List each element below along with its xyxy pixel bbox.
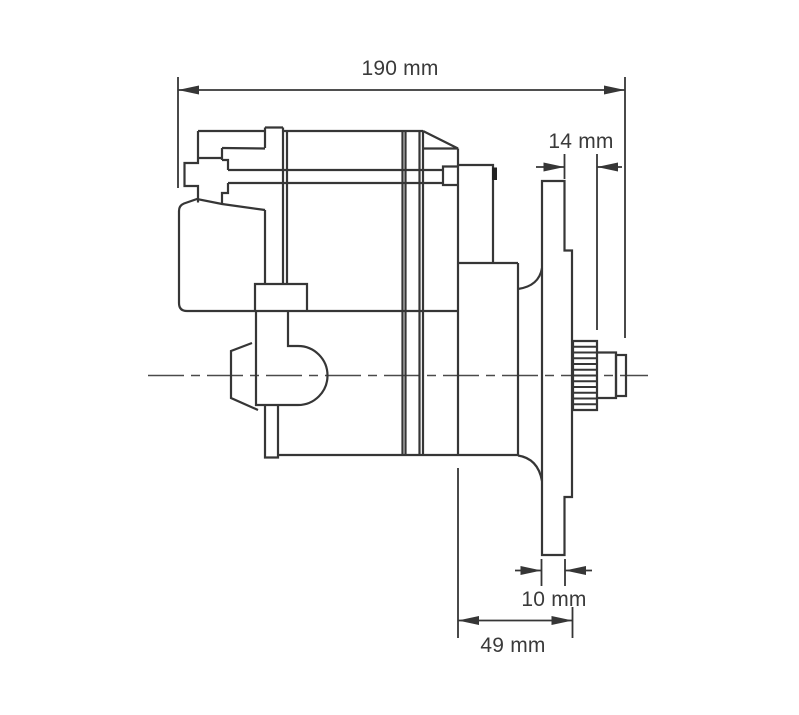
- terminal-nub: [492, 167, 497, 180]
- dimension-label-nose-length: 49 mm: [480, 634, 546, 657]
- dimension-pinion-projection: [536, 154, 622, 330]
- shaft-end: [597, 351, 628, 400]
- solenoid-housing: [177, 197, 458, 313]
- dimension-label-flange-thickness: 10 mm: [521, 588, 587, 611]
- pinion-gear: [571, 339, 599, 412]
- drive-end-housing: [458, 163, 544, 482]
- dimension-label-overall-length: 190 mm: [361, 57, 439, 80]
- mounting-flange: [540, 179, 574, 557]
- drive-lever-pivot: [229, 311, 329, 459]
- dimension-overall-length: [177, 77, 626, 338]
- dimension-flange-thickness: [515, 559, 592, 586]
- dimension-nose-length: [457, 468, 574, 638]
- dimension-label-pinion-projection: 14 mm: [548, 130, 614, 153]
- motor-body: [183, 126, 518, 457]
